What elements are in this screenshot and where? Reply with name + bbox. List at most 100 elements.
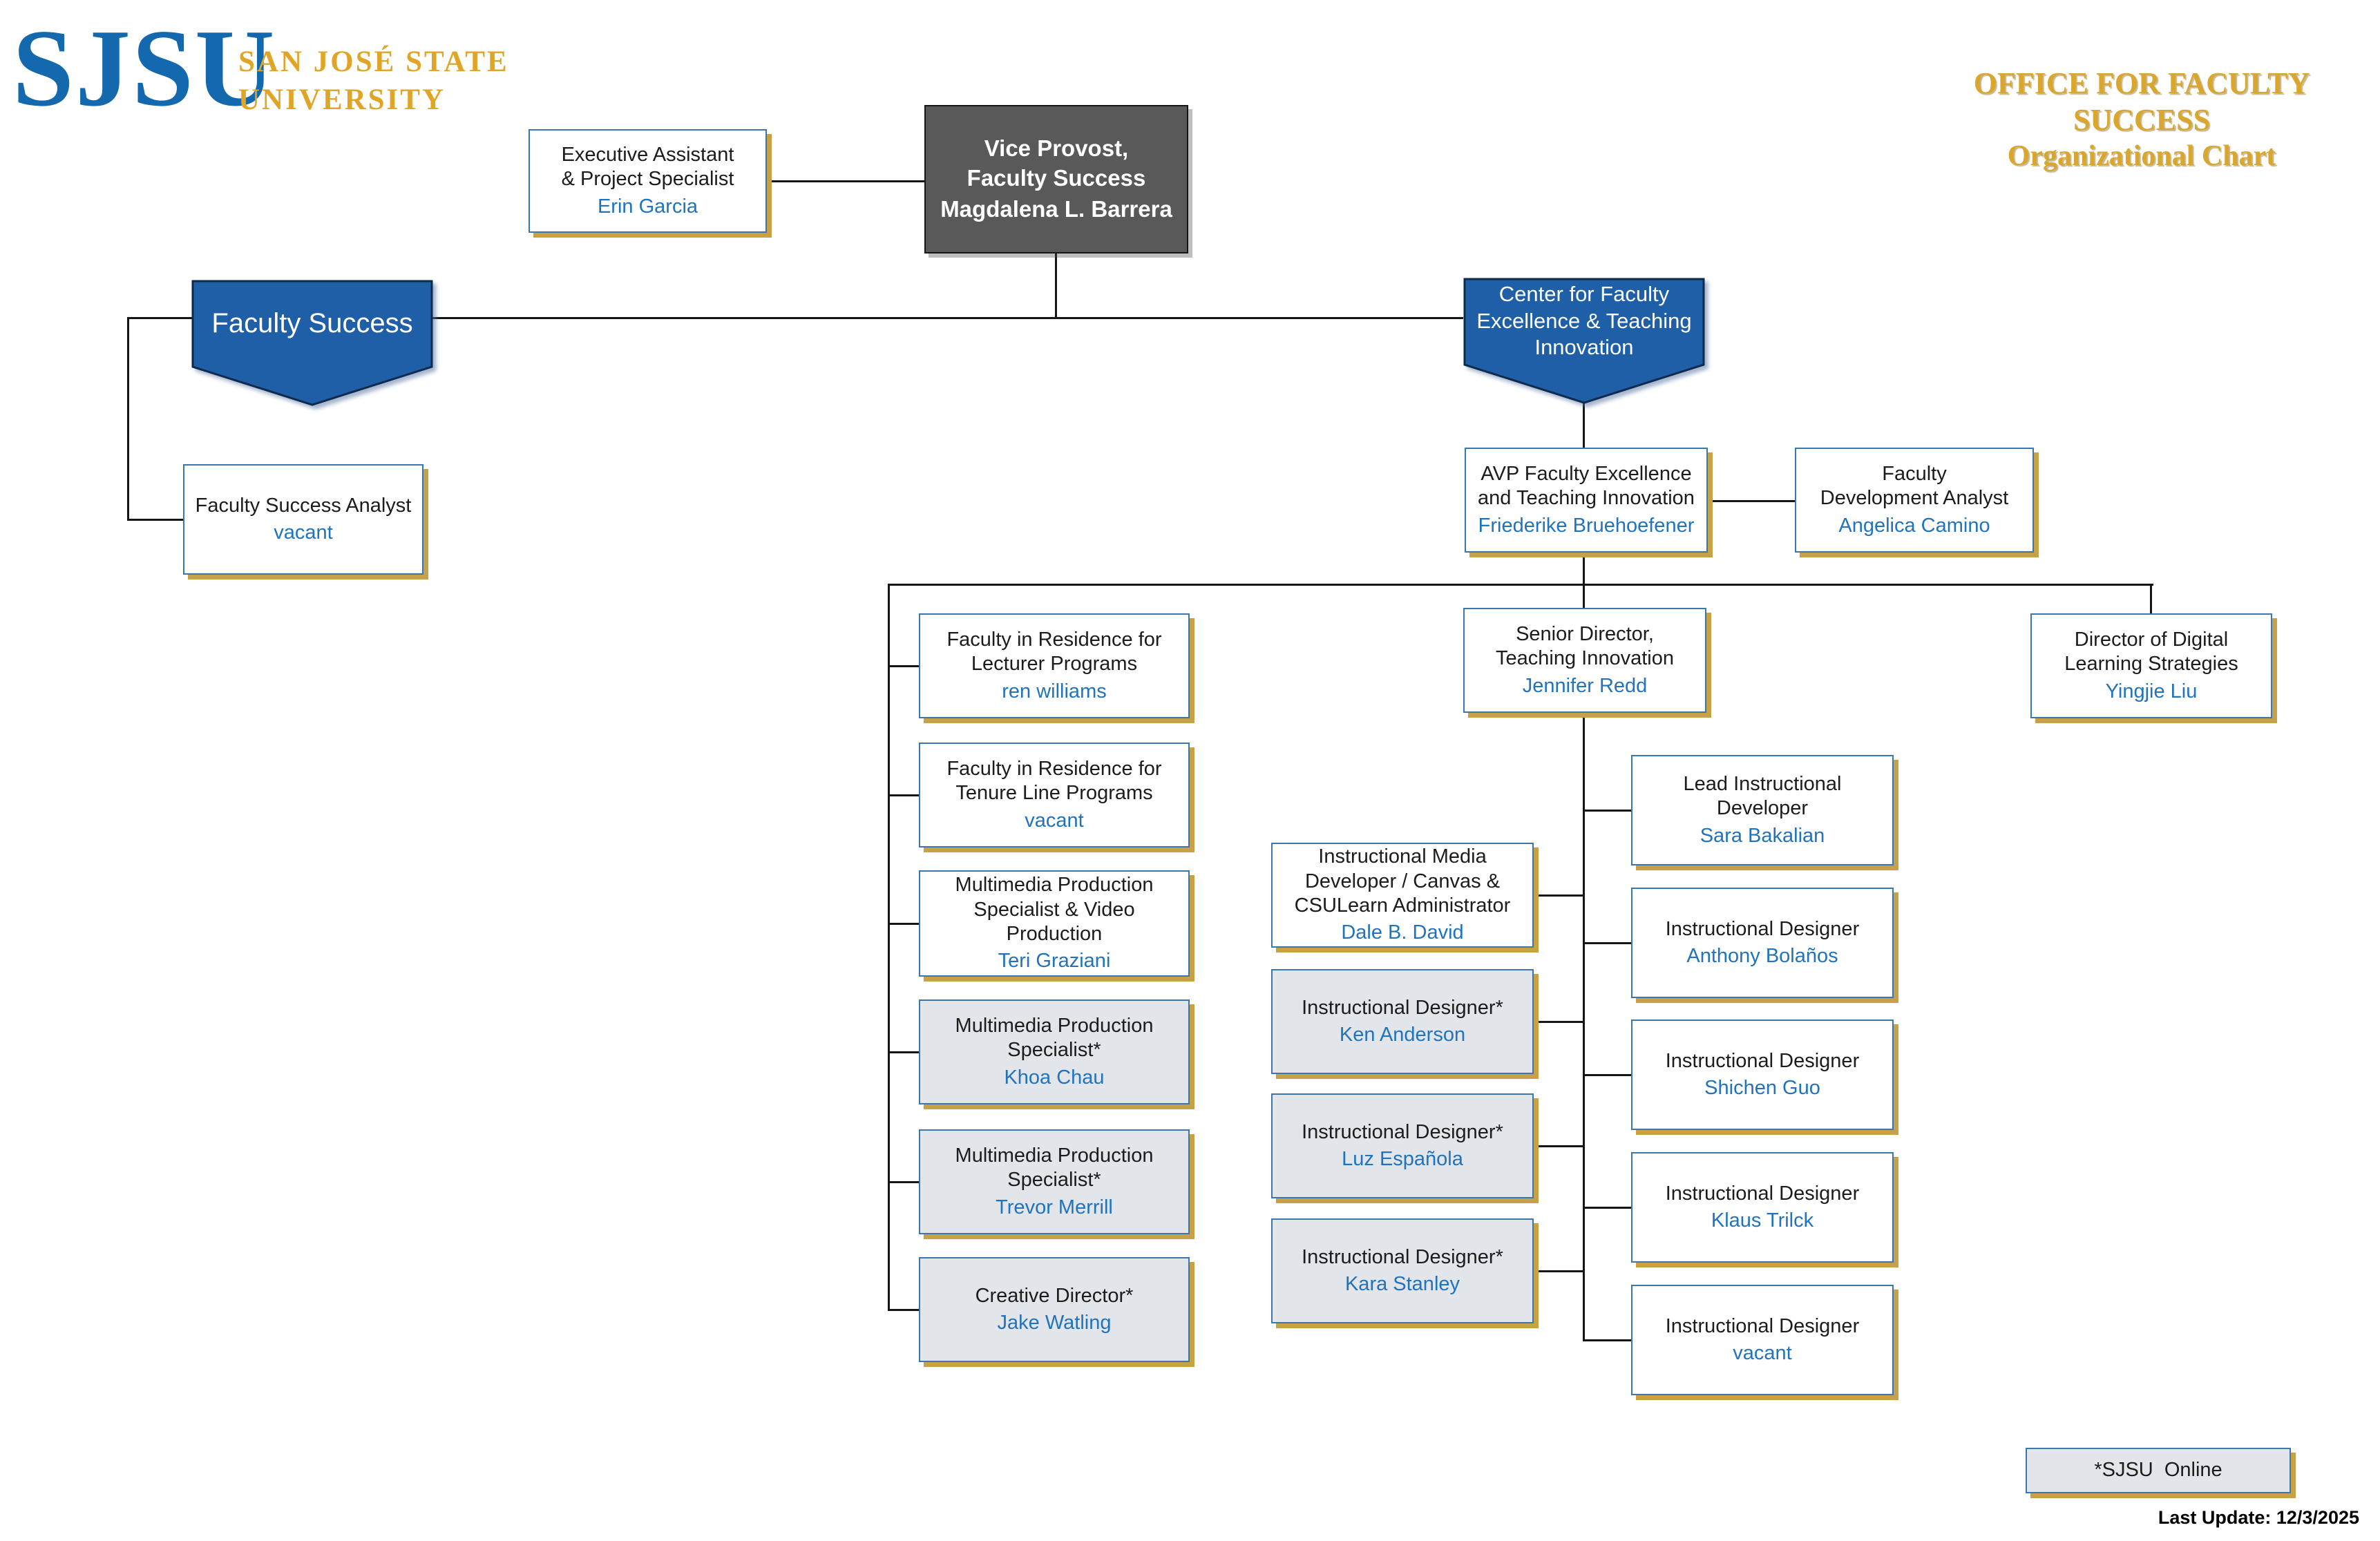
box-person: Dale B. David [1341, 921, 1464, 944]
box-person: Angelica Camino [1838, 514, 1990, 537]
sjsu-wordmark-line2: UNIVERSITY [238, 84, 446, 117]
box-title: Creative Director* [975, 1284, 1134, 1307]
org-box-designer-vacant: Instructional Designer vacant [1631, 1285, 1894, 1395]
org-box-designer-ken: Instructional Designer* Ken Anderson [1271, 969, 1534, 1074]
box-title: Faculty in Residence for Tenure Line Pro… [946, 758, 1162, 805]
chart-title-line2: Organizational Chart [2007, 140, 2276, 172]
box-title: Instructional Media Developer / Canvas &… [1294, 845, 1511, 917]
pennant-shape-icon [191, 280, 433, 406]
box-title: Faculty in Residence for Lecturer Progra… [946, 629, 1162, 676]
box-title: Instructional Designer [1665, 1049, 1860, 1072]
pennant-cfeti: Center for Faculty Excellence & Teaching… [1463, 278, 1705, 405]
box-person: Luz Española [1342, 1148, 1463, 1171]
box-title: Faculty Success Analyst [195, 494, 412, 517]
box-title: Lead Instructional Developer [1683, 773, 1842, 820]
connector-mid-horizontal [888, 584, 2153, 586]
connector-stub-ken [1534, 1021, 1585, 1023]
pennant-label: Faculty Success [211, 307, 413, 338]
connector-stub-shichen [1583, 1074, 1632, 1076]
org-box-designer-klaus: Instructional Designer Klaus Trilck [1631, 1152, 1894, 1263]
connector-avp-to-fda [1708, 500, 1795, 502]
box-person: Sara Bakalian [1700, 824, 1825, 847]
org-box-fir-tenure: Faculty in Residence for Tenure Line Pro… [919, 743, 1190, 848]
sjsu-wordmark-line1: SAN JOSÉ STATE [238, 46, 509, 78]
pennant-label: Center for Faculty Excellence & Teaching… [1476, 281, 1692, 360]
chart-title-line1: OFFICE FOR FACULTY SUCCESS [1973, 66, 2310, 137]
connector-stub-klaus [1583, 1207, 1632, 1209]
box-person: Shichen Guo [1704, 1077, 1820, 1100]
org-box-vice-provost: Vice Provost, Faculty Success Magdalena … [924, 105, 1188, 253]
box-person: vacant [1733, 1342, 1792, 1365]
org-box-multimedia-trevor: Multimedia Production Specialist* Trevor… [919, 1129, 1190, 1234]
connector-stub-lecturer [888, 665, 920, 667]
box-title: AVP Faculty Excellence and Teaching Inno… [1478, 463, 1695, 510]
connector-viceprovost-down [1055, 253, 1057, 319]
sjsu-wordmark: SAN JOSÉ STATE UNIVERSITY [238, 43, 509, 119]
box-person: vacant [1025, 809, 1084, 832]
connector-stub-khoa [888, 1051, 920, 1053]
chart-title: OFFICE FOR FACULTY SUCCESS Organizationa… [1907, 66, 2377, 173]
org-box-designer-luz: Instructional Designer* Luz Española [1271, 1093, 1534, 1198]
connector-leftcol-rail [888, 584, 890, 1311]
org-box-faculty-success-analyst: Faculty Success Analyst vacant [183, 464, 423, 575]
connector-to-analyst [127, 519, 185, 521]
org-box-executive-assistant: Executive Assistant & Project Specialist… [529, 129, 767, 233]
box-title: Multimedia Production Specialist & Video… [955, 874, 1154, 946]
connector-stub-trevor [888, 1181, 920, 1183]
box-person: Yingjie Liu [2105, 680, 2198, 702]
box-title: Instructional Designer* [1302, 996, 1503, 1019]
box-person: Ken Anderson [1339, 1024, 1466, 1046]
last-update-text: Last Update: 12/3/2025 [2158, 1507, 2359, 1528]
connector-stub-luz [1534, 1145, 1585, 1147]
box-title: Executive Assistant & Project Specialist [561, 144, 734, 191]
box-person: Erin Garcia [597, 195, 698, 218]
box-title: Senior Director, Teaching Innovation [1496, 623, 1674, 670]
box-title: Instructional Designer [1665, 1314, 1860, 1337]
box-person: Kara Stanley [1344, 1273, 1460, 1296]
box-title: Multimedia Production Specialist* [955, 1015, 1154, 1062]
box-title: Instructional Designer [1665, 917, 1860, 940]
box-person: ren williams [1002, 680, 1107, 702]
org-box-creative-director: Creative Director* Jake Watling [919, 1257, 1190, 1362]
connector-stub-mmvideo [888, 923, 920, 925]
connector-stub-kara [1534, 1270, 1585, 1272]
org-box-multimedia-video: Multimedia Production Specialist & Video… [919, 870, 1190, 977]
connector-top-horizontal [127, 317, 1463, 319]
connector-pennant-to-avp [1583, 398, 1585, 449]
pennant-shape-icon [1463, 278, 1705, 404]
connector-avp-down [1583, 553, 1585, 609]
box-person: Khoa Chau [1004, 1066, 1105, 1089]
org-box-director-digital-learning: Director of Digital Learning Strategies … [2030, 613, 2272, 718]
box-title: Multimedia Production Specialist* [955, 1145, 1154, 1191]
box-title: Faculty Development Analyst [1820, 463, 2009, 510]
org-box-fir-lecturer: Faculty in Residence for Lecturer Progra… [919, 613, 1190, 718]
connector-stub-vacant [1583, 1339, 1632, 1341]
pennant-faculty-success: Faculty Success [191, 280, 433, 408]
box-title: Instructional Designer* [1302, 1245, 1503, 1268]
connector-stub-creative [888, 1309, 920, 1311]
connector-stub-anthony [1583, 942, 1632, 944]
box-person: Teri Graziani [998, 950, 1111, 973]
box-person: Jennifer Redd [1522, 674, 1648, 697]
box-person: Anthony Bolaños [1686, 945, 1838, 968]
legend-sjsu-online: *SJSU Online [2026, 1448, 2291, 1493]
box-title: Director of Digital Learning Strategies [2064, 629, 2238, 676]
org-box-senior-director-teaching-innovation: Senior Director, Teaching Innovation Jen… [1463, 608, 1706, 713]
box-person: Trevor Merrill [996, 1196, 1113, 1218]
org-box-designer-kara: Instructional Designer* Kara Stanley [1271, 1218, 1534, 1323]
box-person: Jake Watling [997, 1312, 1112, 1334]
box-title: Vice Provost, Faculty Success [967, 135, 1146, 191]
box-title: Instructional Designer* [1302, 1120, 1503, 1143]
connector-to-dls [2150, 584, 2152, 615]
connector-stub-tenure [888, 794, 920, 796]
org-box-avp-faculty-excellence: AVP Faculty Excellence and Teaching Inno… [1465, 448, 1708, 553]
connector-stub-dale [1534, 894, 1585, 897]
org-box-instructional-media-developer: Instructional Media Developer / Canvas &… [1271, 843, 1534, 948]
connector-senior-spine [1583, 713, 1585, 1341]
org-box-multimedia-khoa: Multimedia Production Specialist* Khoa C… [919, 999, 1190, 1104]
connector-exec-to-viceprovost [767, 180, 926, 182]
box-person: Friederike Bruehoefener [1478, 514, 1695, 537]
org-box-faculty-development-analyst: Faculty Development Analyst Angelica Cam… [1795, 448, 2034, 553]
org-box-designer-shichen: Instructional Designer Shichen Guo [1631, 1020, 1894, 1130]
